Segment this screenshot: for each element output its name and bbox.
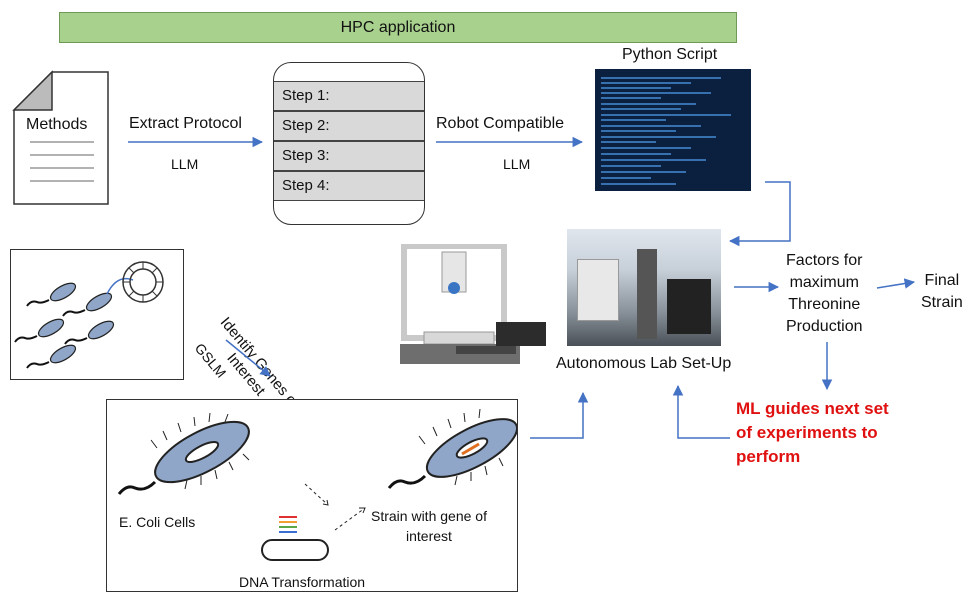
bacteria-illustration [14, 261, 164, 369]
protocol-steps-box: Step 1: Step 2: Step 3: Step 4: [273, 62, 425, 225]
arrow-factors-to-final [876, 278, 916, 289]
hpc-application-label: HPC application [340, 18, 456, 36]
ecoli-label: E. Coli Cells [119, 514, 196, 530]
methods-label: Methods [26, 116, 88, 133]
robot-llm-label: LLM [503, 156, 531, 172]
extract-llm-label: LLM [171, 156, 199, 172]
python-script-image [595, 69, 751, 191]
step-3: Step 3: [274, 141, 424, 171]
arrow-genes-down [225, 339, 271, 377]
extract-protocol-label: Extract Protocol [129, 115, 242, 132]
autonomous-lab-photo [567, 229, 721, 346]
autonomous-lab-label: Autonomous Lab Set-Up [556, 355, 732, 372]
transformation-illustration [117, 408, 519, 561]
lab-robot-image [400, 244, 546, 364]
step-4: Step 4: [274, 171, 424, 201]
methods-document-icon [12, 70, 109, 205]
step-1: Step 1: [274, 81, 424, 111]
arrow-transformation-to-lab [530, 391, 589, 439]
robot-compatible-label: Robot Compatible [436, 115, 565, 132]
bacteria-panel [10, 249, 184, 380]
python-script-title: Python Script [622, 46, 718, 63]
arrow-script-to-lab [728, 181, 791, 247]
dna-transformation-label: DNA Transformation [239, 574, 366, 590]
step-2: Step 2: [274, 111, 424, 141]
hpc-application-bar: HPC application [59, 12, 737, 43]
arrow-ml-to-lab [672, 384, 730, 439]
